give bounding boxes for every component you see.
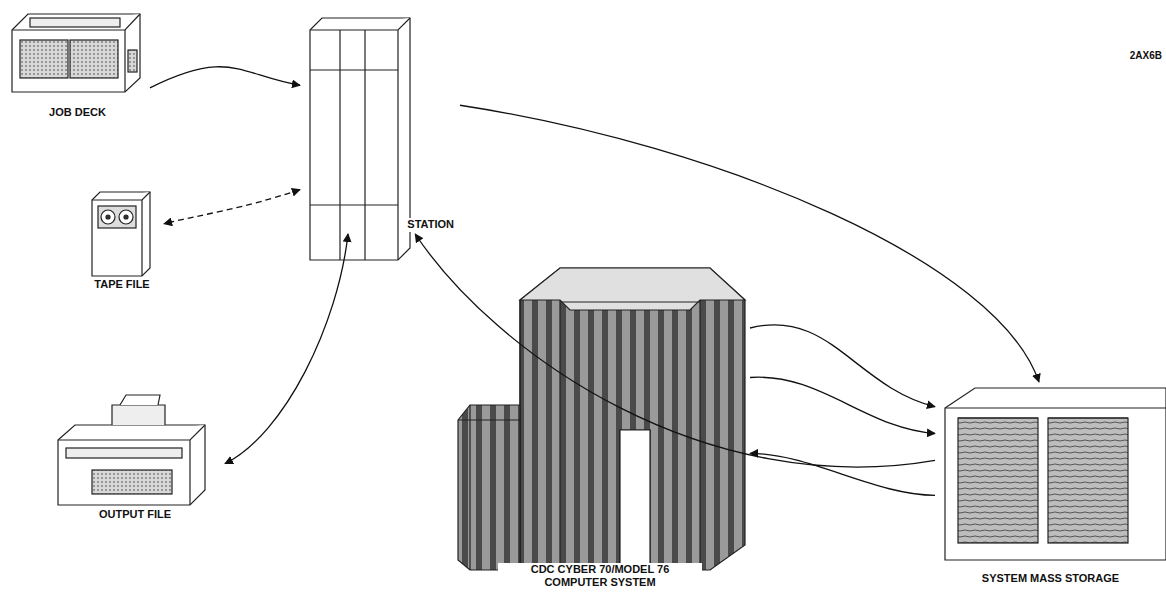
node-label: OUTPUT FILE [97, 508, 173, 522]
flow-arrow [750, 325, 935, 407]
card-reader-node: JOB DECK [5, 8, 150, 122]
tape-file-node: TAPE FILE [80, 186, 164, 294]
flow-arrow [164, 190, 300, 224]
node-label: SYSTEM MASS STORAGE [980, 572, 1121, 586]
flow-arrow [225, 234, 348, 464]
flow-arrow [460, 105, 1039, 382]
node-label: JOB DECK [47, 106, 108, 120]
line-printer [58, 395, 205, 505]
tape-unit [92, 192, 150, 276]
station-node: STATION [300, 12, 460, 234]
mass-storage-node: SYSTEM MASS STORAGE [935, 382, 1166, 588]
flow-arrow [415, 234, 935, 467]
computer-node: CDC CYBER 70/MODEL 76 COMPUTER SYSTEM [450, 262, 750, 592]
node-label: TAPE FILE [92, 278, 151, 292]
flow-arrow [750, 453, 935, 495]
card-reader [12, 14, 140, 92]
drawing-number: 2AX6B [1130, 50, 1162, 61]
output-file-node: OUTPUT FILE [45, 390, 225, 524]
disk-storage-unit [945, 388, 1166, 560]
flow-arrow [150, 67, 300, 88]
station-cabinet [310, 18, 410, 260]
node-label: STATION [405, 218, 456, 232]
node-label: CDC CYBER 70/MODEL 76 COMPUTER SYSTEM [498, 563, 702, 591]
flow-arrow [750, 377, 935, 433]
computer-mainframe [458, 268, 745, 570]
